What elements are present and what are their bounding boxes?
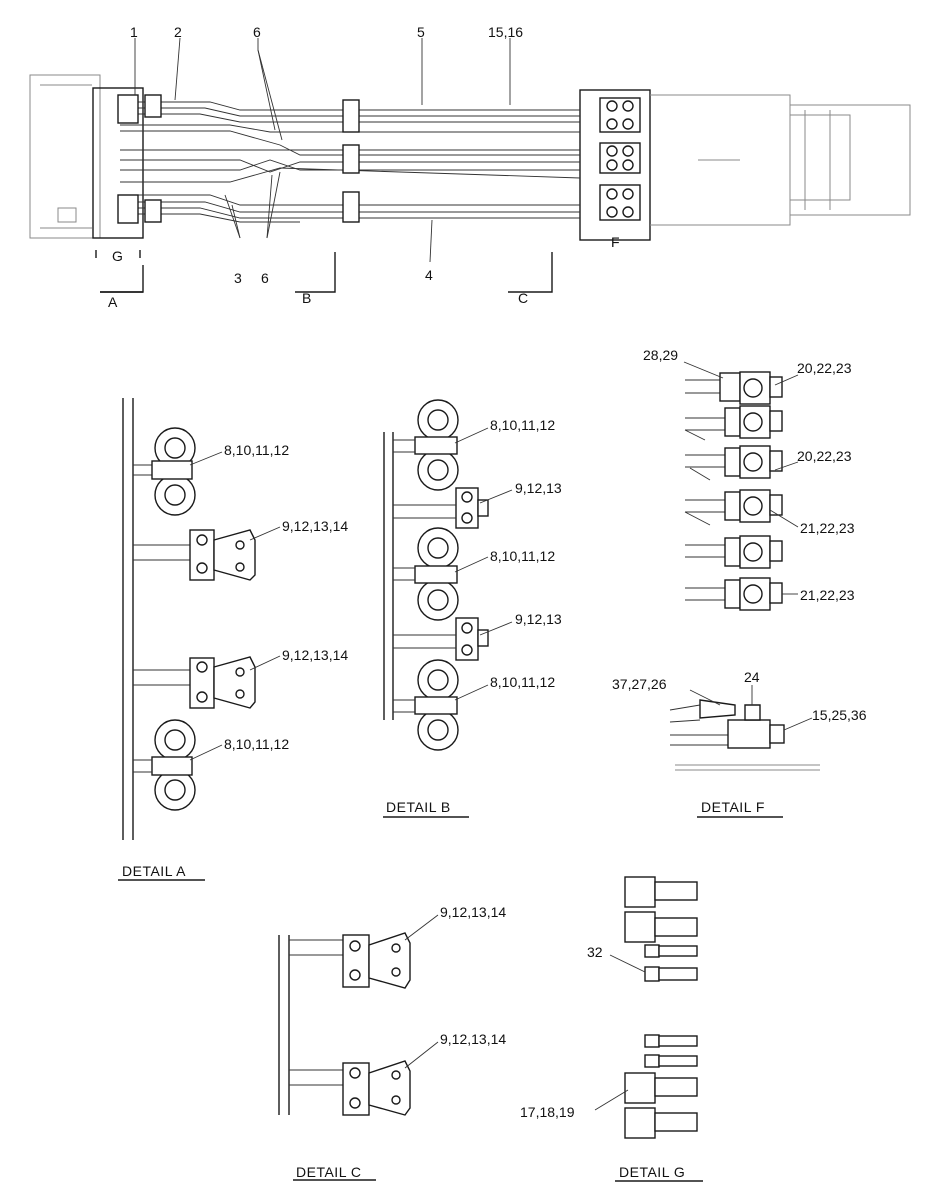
detail-a-callout-2: 9,12,13,14 — [282, 518, 348, 534]
detail-a-title: DETAIL A — [122, 863, 186, 879]
detail-f-drawing — [669, 361, 820, 818]
detail-c-drawing — [278, 914, 439, 1181]
detail-g-callout-32: 32 — [587, 944, 603, 960]
detail-c-callout-2: 9,12,13,14 — [440, 1031, 506, 1047]
right-fittings — [599, 97, 641, 221]
callout-3: 3 — [234, 270, 242, 286]
section-f-box — [579, 89, 651, 241]
callout-4: 4 — [425, 267, 433, 283]
detail-b-callout-4: 9,12,13 — [515, 611, 562, 627]
callout-6-bottom: 6 — [261, 270, 269, 286]
detail-c-callout-1: 9,12,13,14 — [440, 904, 506, 920]
callout-5: 5 — [417, 24, 425, 40]
view-b-label: B — [302, 290, 311, 306]
detail-b-drawing — [383, 399, 513, 818]
detail-f-callout-21-22-23-b: 21,22,23 — [800, 587, 855, 603]
detail-a-callout-4: 8,10,11,12 — [224, 736, 289, 752]
detail-b-title: DETAIL B — [386, 799, 451, 815]
detail-f-callout-24: 24 — [744, 669, 760, 685]
detail-c-title: DETAIL C — [296, 1164, 361, 1180]
section-g-label: G — [112, 248, 123, 264]
callout-2: 2 — [174, 24, 182, 40]
detail-b-callout-1: 8,10,11,12 — [490, 417, 555, 433]
detail-f-callout-20-22-23-a: 20,22,23 — [797, 360, 852, 376]
view-a-label: A — [108, 294, 118, 310]
detail-f-callout-21-22-23-a: 21,22,23 — [800, 520, 855, 536]
detail-a-drawing — [118, 398, 281, 881]
callout-15-16: 15,16 — [488, 24, 523, 40]
detail-b-callout-5: 8,10,11,12 — [490, 674, 555, 690]
detail-f-callout-28-29: 28,29 — [643, 347, 678, 363]
detail-a-callout-3: 9,12,13,14 — [282, 647, 348, 663]
section-g-box — [92, 87, 144, 239]
section-f-label: F — [611, 234, 620, 250]
overview-assembly — [29, 37, 911, 293]
detail-f-title: DETAIL F — [701, 799, 765, 815]
detail-a-callout-1: 8,10,11,12 — [224, 442, 289, 458]
view-c-label: C — [518, 290, 528, 306]
callout-1: 1 — [130, 24, 138, 40]
detail-b-callout-3: 8,10,11,12 — [490, 548, 555, 564]
detail-g-title: DETAIL G — [619, 1164, 685, 1180]
detail-b-callout-2: 9,12,13 — [515, 480, 562, 496]
callout-6-top: 6 — [253, 24, 261, 40]
detail-f-callout-37-27-26: 37,27,26 — [612, 676, 667, 692]
detail-f-callout-15-25-36: 15,25,36 — [812, 707, 867, 723]
detail-g-callout-17-18-19: 17,18,19 — [520, 1104, 575, 1120]
detail-g-drawing — [594, 876, 703, 1182]
detail-f-callout-20-22-23-b: 20,22,23 — [797, 448, 852, 464]
